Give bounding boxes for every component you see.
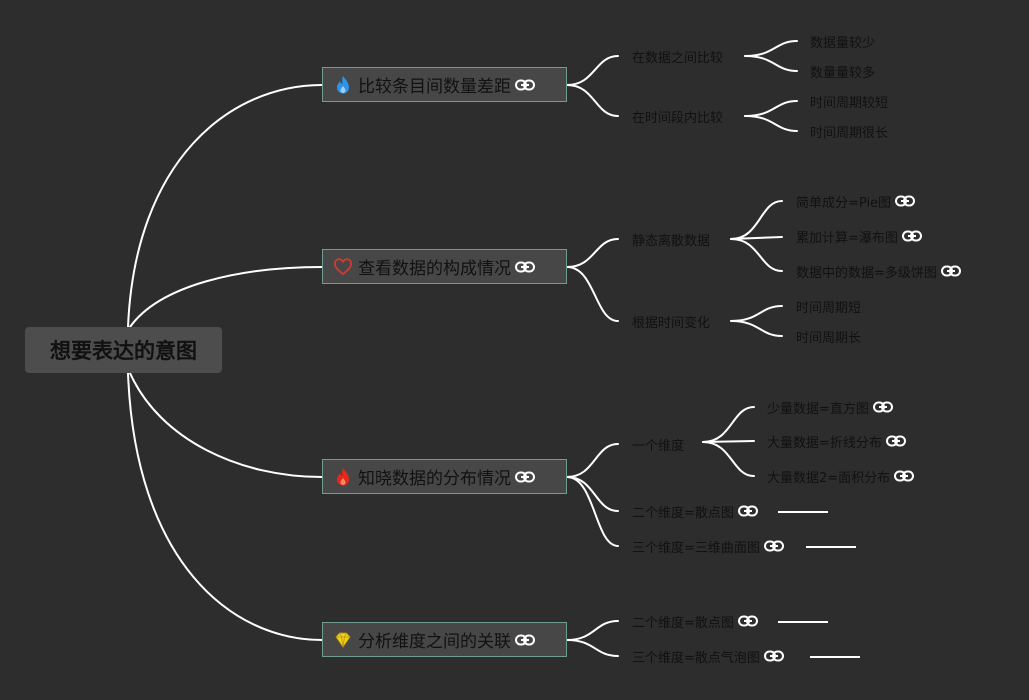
branch-label: 比较条目间数量差距 (358, 77, 511, 97)
link-icon[interactable] (515, 261, 535, 273)
branch-dimension-correlation[interactable]: 分析维度之间的关联 (322, 622, 567, 657)
subtopic-two-dimension-scatter[interactable]: 二个维度=散点图 (632, 612, 758, 631)
subtopic-two-dimension-scatter[interactable]: 二个维度=散点图 (632, 502, 758, 521)
connector-root-b2 (129, 266, 323, 328)
link-icon[interactable] (763, 650, 784, 662)
root-topic[interactable]: 想要表达的意图 (25, 327, 222, 373)
leaf-long-period[interactable]: 时间周期很长 (810, 125, 889, 141)
root-topic-label: 想要表达的意图 (50, 339, 197, 363)
connector-root-b3 (129, 372, 323, 478)
collapsed-child-line (778, 511, 828, 513)
collapsed-child-line (806, 546, 856, 548)
connector-root-b1 (127, 84, 323, 328)
leaf-area-distribution[interactable]: 大量数据2=面积分布 (767, 467, 915, 486)
branch-label: 知晓数据的分布情况 (358, 469, 511, 489)
collapsed-child-line (778, 621, 828, 623)
subtopic-three-dimension-bubble[interactable]: 三个维度=散点气泡图 (632, 647, 784, 666)
link-icon[interactable] (940, 265, 961, 277)
leaf-small-data[interactable]: 数据量较少 (810, 35, 876, 51)
flame-red-icon (333, 467, 353, 487)
link-icon[interactable] (872, 401, 893, 413)
subtopic-compare-between-data[interactable]: 在数据之间比较 (632, 50, 724, 66)
link-icon[interactable] (885, 435, 906, 447)
leaf-multi-level-pie[interactable]: 数据中的数据=多级饼图 (796, 262, 961, 281)
subtopic-over-time[interactable]: 根据时间变化 (632, 315, 711, 331)
link-icon[interactable] (895, 195, 916, 207)
leaf-short-period[interactable]: 时间周期较短 (810, 95, 889, 111)
branch-data-distribution[interactable]: 知晓数据的分布情况 (322, 459, 567, 494)
link-icon[interactable] (737, 505, 758, 517)
subtopic-compare-over-time[interactable]: 在时间段内比较 (632, 110, 724, 126)
link-icon[interactable] (515, 471, 535, 483)
leaf-histogram[interactable]: 少量数据=直方图 (767, 398, 893, 417)
subtopic-static-discrete[interactable]: 静态离散数据 (632, 233, 711, 249)
branch-label: 查看数据的构成情况 (358, 259, 511, 279)
link-icon[interactable] (894, 470, 915, 482)
branch-compare-items[interactable]: 比较条目间数量差距 (322, 67, 567, 102)
diamond-icon (333, 630, 353, 650)
link-icon[interactable] (515, 634, 535, 646)
connector-root-b4 (127, 372, 323, 641)
leaf-waterfall-chart[interactable]: 累加计算=瀑布图 (796, 227, 922, 246)
link-icon[interactable] (901, 230, 922, 242)
link-icon[interactable] (763, 540, 784, 552)
leaf-long-period[interactable]: 时间周期长 (796, 330, 862, 346)
link-icon[interactable] (515, 79, 535, 91)
leaf-pie-chart[interactable]: 简单成分=Pie图 (796, 192, 916, 211)
subtopic-one-dimension[interactable]: 一个维度 (632, 438, 685, 454)
branch-label: 分析维度之间的关联 (358, 632, 511, 652)
collapsed-child-line (810, 656, 860, 658)
branch-data-composition[interactable]: 查看数据的构成情况 (322, 249, 567, 284)
leaf-short-period[interactable]: 时间周期短 (796, 300, 862, 316)
leaf-line-distribution[interactable]: 大量数据=折线分布 (767, 432, 906, 451)
subtopic-three-dimension-surface[interactable]: 三个维度=三维曲面图 (632, 537, 784, 556)
link-icon[interactable] (737, 615, 758, 627)
flame-blue-icon (333, 75, 353, 95)
leaf-large-data[interactable]: 数量量较多 (810, 65, 876, 81)
heart-outline-icon (333, 257, 353, 277)
